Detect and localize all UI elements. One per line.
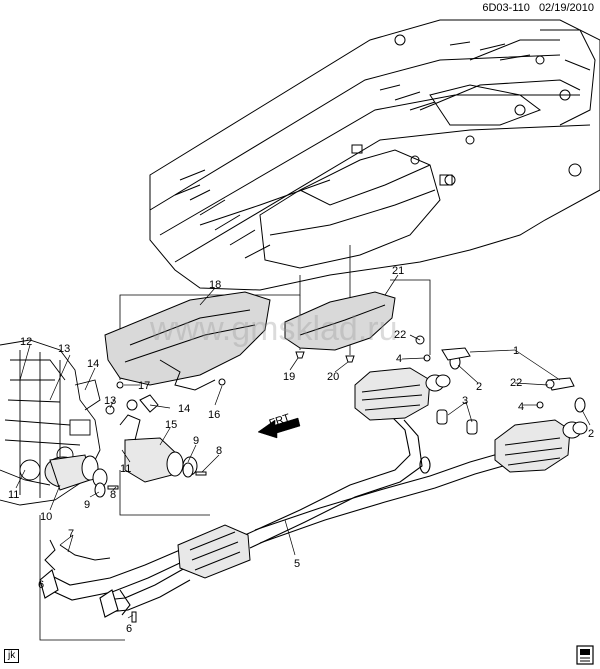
exhaust-pipe-assembly [39, 414, 511, 618]
hardware [44, 335, 586, 623]
heat-shield-rear [284, 291, 396, 351]
callout-12: 12 [20, 336, 32, 348]
callout-14b: 14 [178, 403, 190, 415]
callout-11: 11 [120, 463, 131, 475]
callout-3: 3 [462, 395, 468, 407]
reference-book-icon [576, 645, 594, 665]
callout-4b: 4 [518, 401, 524, 413]
callout-13b: 13 [104, 395, 116, 407]
callout-17: 17 [138, 380, 150, 392]
callout-10: 10 [40, 511, 52, 523]
diagram-code: 6D03-110 [482, 2, 530, 14]
callout-4: 4 [396, 353, 402, 365]
callout-11b: 11 [8, 489, 19, 501]
callout-numbers: 1 2 2 3 4 4 5 6 6 7 8 8 9 9 10 11 11 12 … [8, 265, 594, 635]
callout-6: 6 [126, 623, 132, 635]
callout-1: 1 [513, 345, 519, 357]
engine-assembly [0, 339, 101, 506]
callout-22: 22 [394, 329, 406, 341]
callout-15: 15 [165, 419, 177, 431]
watermark: www.gmsklad.ru [149, 310, 398, 348]
callout-20: 20 [327, 371, 339, 383]
callout-16: 16 [208, 409, 220, 421]
callout-19: 19 [283, 371, 295, 383]
callout-2: 2 [476, 381, 482, 393]
callout-13: 13 [58, 343, 70, 355]
callout-7: 7 [68, 528, 74, 540]
callout-5: 5 [294, 558, 300, 570]
callout-8: 8 [216, 445, 222, 457]
underbody-floor-pan [149, 19, 600, 291]
diagram-header: 6D03-110 02/19/2010 [482, 2, 594, 14]
callout-9b: 9 [84, 499, 90, 511]
callout-22b: 22 [510, 377, 522, 389]
heat-shield-front [104, 291, 271, 391]
callout-8b: 8 [110, 489, 116, 501]
front-direction-arrow: FRT [257, 412, 301, 439]
callout-14: 14 [87, 358, 99, 370]
callout-2b: 2 [588, 428, 594, 440]
callout-9: 9 [193, 435, 199, 447]
callout-6b: 6 [38, 579, 44, 591]
callout-18: 18 [209, 279, 221, 291]
corner-label: jk [4, 649, 20, 663]
callout-21: 21 [392, 265, 404, 277]
front-converter-left [44, 454, 108, 491]
resonator [177, 524, 251, 579]
muffler-right [494, 419, 588, 473]
diagram-date: 02/19/2010 [538, 2, 594, 14]
muffler-left [354, 367, 451, 421]
callout-leaders [15, 274, 591, 619]
